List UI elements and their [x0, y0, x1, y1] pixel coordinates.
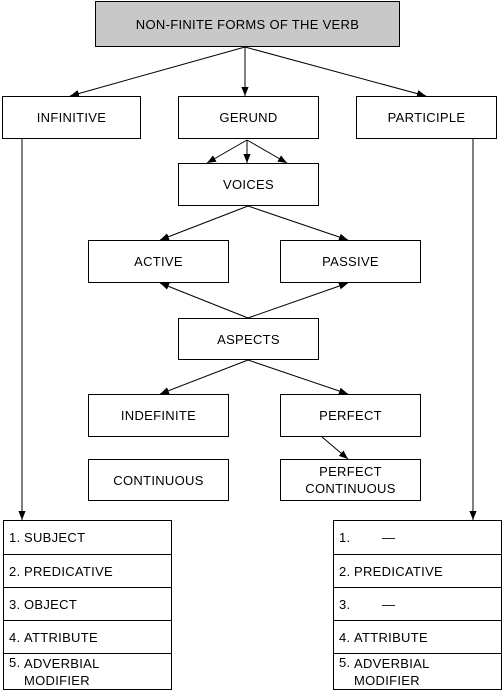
- arrow-aspects-active: [159, 282, 249, 319]
- arrow-title-participle: [244, 46, 427, 98]
- item-number: 2.: [339, 563, 351, 579]
- list-item: 3. —: [334, 588, 501, 621]
- active-box: ACTIVE: [88, 240, 229, 283]
- continuous-box: CONTINUOUS: [88, 459, 229, 501]
- item-text: OBJECT: [24, 596, 78, 612]
- arrow-gerund-voices-right: [246, 139, 288, 164]
- gerund-box: GERUND: [178, 96, 319, 139]
- indefinite-label: INDEFINITE: [120, 408, 197, 423]
- participle-label: PARTICIPLE: [387, 110, 466, 125]
- item-text: PREDICATIVE: [354, 563, 444, 579]
- list-item: 1. SUBJECT: [4, 521, 171, 555]
- list-item: 2. PREDICATIVE: [334, 555, 501, 588]
- item-number: 4.: [9, 629, 21, 645]
- list-item: 2. PREDICATIVE: [4, 555, 171, 588]
- infinitive-label: INFINITIVE: [36, 110, 107, 125]
- item-text: —: [382, 530, 396, 545]
- item-text: PREDICATIVE: [24, 563, 114, 579]
- item-number: 1.: [9, 530, 21, 545]
- aspects-box: ASPECTS: [178, 318, 319, 360]
- passive-label: PASSIVE: [322, 254, 379, 269]
- participle-functions-list: 1. — 2. PREDICATIVE 3. — 4. ATTRIBUTE 5.…: [333, 520, 502, 690]
- infinitive-functions-list: 1. SUBJECT 2. PREDICATIVE 3. OBJECT 4. A…: [3, 520, 172, 690]
- arrow-gerund-voices-left: [206, 139, 248, 164]
- arrow-aspects-passive: [247, 282, 349, 319]
- item-text: —: [382, 596, 396, 612]
- list-item: 5. ADVERBIAL MODIFIER: [4, 654, 171, 689]
- item-text: SUBJECT: [24, 530, 86, 545]
- aspects-label: ASPECTS: [217, 331, 280, 347]
- infinitive-box: INFINITIVE: [2, 96, 141, 139]
- item-number: 4.: [339, 629, 351, 645]
- item-text: ATTRIBUTE: [354, 629, 428, 645]
- list-item: 3. OBJECT: [4, 588, 171, 621]
- arrow-aspects-indefinite: [159, 359, 249, 395]
- arrow-title-infinitive: [69, 46, 246, 98]
- arrow-voices-active: [159, 205, 249, 241]
- title-label: NON-FINITE FORMS OF THE VERB: [135, 16, 360, 32]
- indefinite-box: INDEFINITE: [88, 394, 229, 437]
- perfect-continuous-label: PERFECT CONTINUOUS: [305, 464, 396, 496]
- list-item: 5. ADVERBIAL MODIFIER: [334, 654, 501, 689]
- voices-label: VOICES: [223, 177, 274, 192]
- item-number: 2.: [9, 563, 21, 579]
- item-number: 5.: [339, 655, 351, 670]
- list-item: 1. —: [334, 521, 501, 555]
- perfect-continuous-box: PERFECT CONTINUOUS: [280, 459, 421, 501]
- item-number: 3.: [339, 596, 351, 612]
- continuous-label: CONTINUOUS: [113, 472, 204, 488]
- passive-box: PASSIVE: [280, 240, 421, 283]
- list-item: 4. ATTRIBUTE: [334, 621, 501, 654]
- list-item: 4. ATTRIBUTE: [4, 621, 171, 654]
- arrow-aspects-perfect: [247, 359, 349, 395]
- participle-box: PARTICIPLE: [356, 96, 497, 139]
- perfect-label: PERFECT: [319, 408, 382, 423]
- item-text: ADVERBIAL MODIFIER: [24, 656, 100, 688]
- arrow-voices-passive: [247, 205, 349, 241]
- gerund-label: GERUND: [219, 110, 278, 125]
- arrow-perfect-perfect-continuous: [321, 436, 349, 460]
- item-number: 3.: [9, 596, 21, 612]
- perfect-box: PERFECT: [280, 394, 421, 437]
- active-label: ACTIVE: [134, 254, 183, 269]
- voices-box: VOICES: [178, 163, 319, 206]
- item-text: ATTRIBUTE: [24, 629, 98, 645]
- title-box: NON-FINITE FORMS OF THE VERB: [95, 1, 400, 47]
- item-text: ADVERBIAL MODIFIER: [354, 656, 430, 688]
- item-number: 5.: [9, 655, 21, 670]
- item-number: 1.: [339, 530, 351, 545]
